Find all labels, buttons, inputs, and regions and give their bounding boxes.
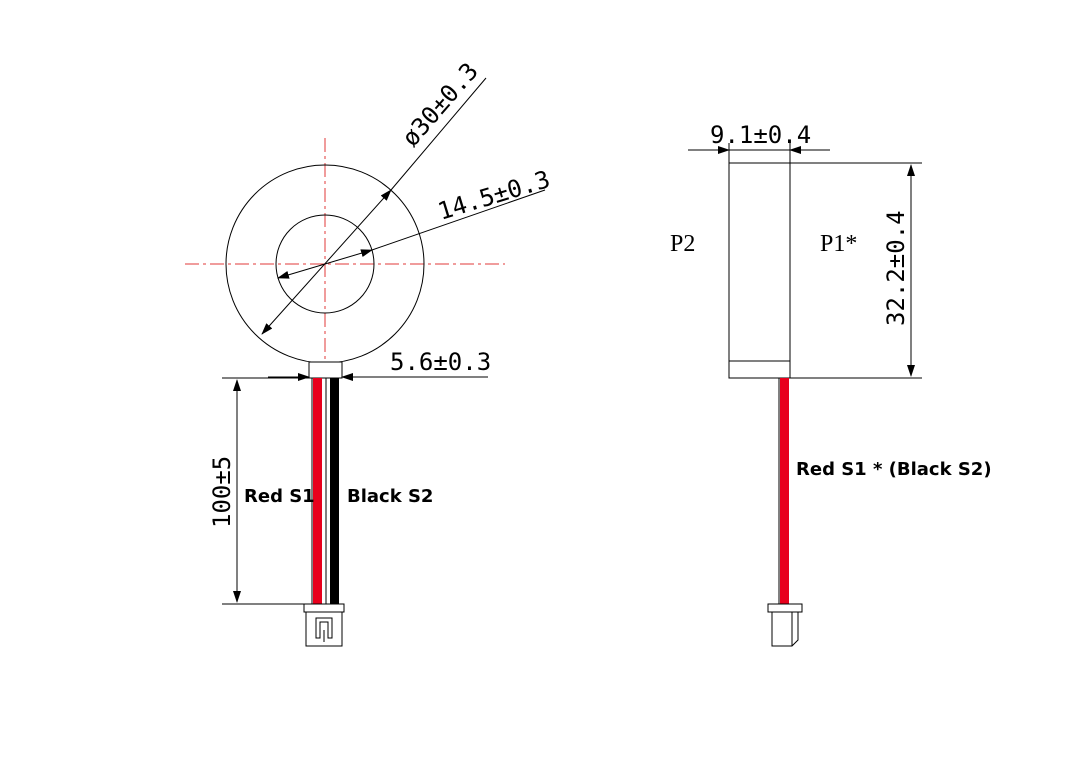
p2-label: P2 [670, 231, 695, 257]
side-view: 9.1±0.4 32.2±0.4 P2 P1* Red S1 * (Black … [670, 121, 992, 647]
height-label: 32.2±0.4 [882, 210, 910, 326]
black-wire-label: Black S2 [347, 486, 433, 507]
side-body [728, 162, 791, 379]
wire-length-label: 100±5 [208, 456, 236, 528]
inner-diameter-label: 14.5±0.3 [435, 165, 554, 226]
outer-diameter-dim-line [261, 189, 392, 335]
thickness-label: 9.1±0.4 [710, 121, 811, 149]
side-red-wire [780, 378, 789, 604]
inner-diameter-dim-line [277, 249, 373, 279]
black-wire [330, 378, 339, 604]
connector-front [303, 603, 345, 647]
wire-exit-tab [308, 361, 343, 379]
side-wire-label: Red S1 * (Black S2) [796, 459, 992, 480]
red-wire-label: Red S1 [244, 486, 315, 507]
outer-diameter-leader [390, 77, 487, 191]
red-wire [313, 378, 322, 604]
tab-width-label: 5.6±0.3 [390, 348, 491, 376]
front-view: ø30±0.3 14.5±0.3 5.6±0.3 100±5 Red S1 Bl… [185, 57, 554, 647]
outer-diameter-label: ø30±0.3 [396, 57, 483, 152]
connector-side [767, 603, 803, 647]
inner-diameter-leader [371, 189, 546, 251]
p1-label: P1* [820, 231, 857, 257]
